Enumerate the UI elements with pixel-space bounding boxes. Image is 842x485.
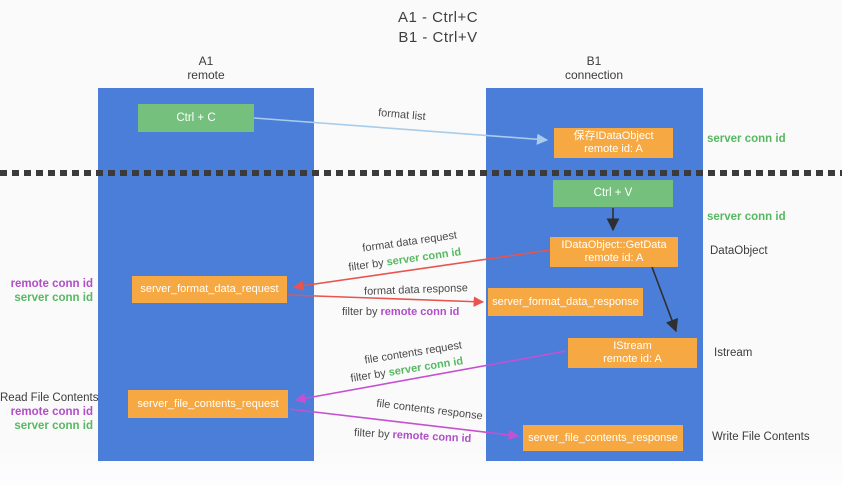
lane-b1-subtitle: connection (564, 68, 624, 82)
node-istream-line2: remote id: A (603, 353, 662, 365)
node-server-format-data-response: server_format_data_response (488, 288, 643, 316)
edge-label-format-data-response: format data response (363, 282, 469, 298)
title-line-a1: A1 - Ctrl+C (397, 9, 479, 26)
lane-b1-name: B1 (586, 54, 602, 68)
node-idataobject-getdata: IDataObject::GetData remote id: A (550, 237, 678, 267)
side-label-server-conn-id-2: server conn id (14, 420, 93, 432)
node-istream: IStream remote id: A (568, 338, 697, 368)
edge-label-file-contents-response: file contents response (375, 397, 484, 423)
node-save-idataobject: 保存IDataObject remote id: A (554, 128, 673, 158)
side-label-server-conn-id-1: server conn id (14, 292, 93, 304)
node-ctrl-c: Ctrl + C (138, 104, 254, 132)
edge-label-filter-remote-conn-1: filter by remote conn id (342, 306, 459, 318)
side-label-write-file-contents: Write File Contents (712, 431, 810, 443)
side-label-read-file-contents: Read File Contents (0, 392, 99, 404)
lane-a1-name: A1 (198, 54, 214, 68)
title-line-b1: B1 - Ctrl+V (398, 29, 478, 46)
node-getdata-line1: IDataObject::GetData (561, 239, 667, 251)
edge-label-filter-remote-conn-2: filter by remote conn id (354, 427, 472, 445)
left-labels-file-request: Read File Contents remote conn id server… (0, 391, 99, 433)
side-label-remote-conn-id-1: remote conn id (10, 278, 93, 290)
node-file-request-label: server_file_contents_request (137, 397, 279, 410)
edge-label-format-list: format list (377, 106, 427, 124)
lane-header-a1: A1 remote (146, 54, 266, 82)
lane-a1-subtitle: remote (187, 68, 225, 82)
filter-by-text: filter by (347, 257, 385, 274)
left-labels-format-request: remote conn id server conn id (0, 277, 93, 305)
node-save-idataobject-line2: remote id: A (584, 143, 643, 155)
side-label-dataobject: DataObject (710, 245, 768, 257)
lane-header-b1: B1 connection (534, 54, 654, 82)
node-format-request-label: server_format_data_request (140, 283, 279, 295)
node-ctrl-v-label: Ctrl + V (593, 187, 633, 199)
node-istream-line1: IStream (613, 340, 652, 352)
filter-by-text: filter by (349, 367, 387, 385)
filter-by-text: filter by (353, 426, 390, 441)
side-label-server-conn-id-top: server conn id (707, 133, 786, 145)
node-getdata-line2: remote id: A (584, 252, 644, 264)
node-ctrl-v: Ctrl + V (553, 180, 673, 207)
side-label-remote-conn-id-2: remote conn id (10, 406, 93, 418)
remote-conn-id-text: remote conn id (392, 428, 472, 446)
filter-by-text: filter by (342, 306, 378, 318)
node-server-file-contents-request: server_file_contents_request (128, 390, 288, 418)
remote-conn-id-text: remote conn id (380, 306, 460, 318)
node-server-format-data-request: server_format_data_request (132, 276, 287, 303)
node-save-idataobject-line1: 保存IDataObject (573, 130, 654, 142)
side-label-istream: Istream (714, 347, 753, 359)
node-ctrl-c-label: Ctrl + C (176, 111, 216, 124)
node-server-file-contents-response: server_file_contents_response (523, 425, 683, 451)
node-format-response-label: server_format_data_response (492, 295, 639, 308)
diagram-title: A1 - Ctrl+C B1 - Ctrl+V (338, 8, 538, 48)
side-label-server-conn-id-mid: server conn id (707, 211, 786, 223)
node-file-response-label: server_file_contents_response (528, 431, 678, 444)
dotted-separator-line (0, 170, 842, 176)
